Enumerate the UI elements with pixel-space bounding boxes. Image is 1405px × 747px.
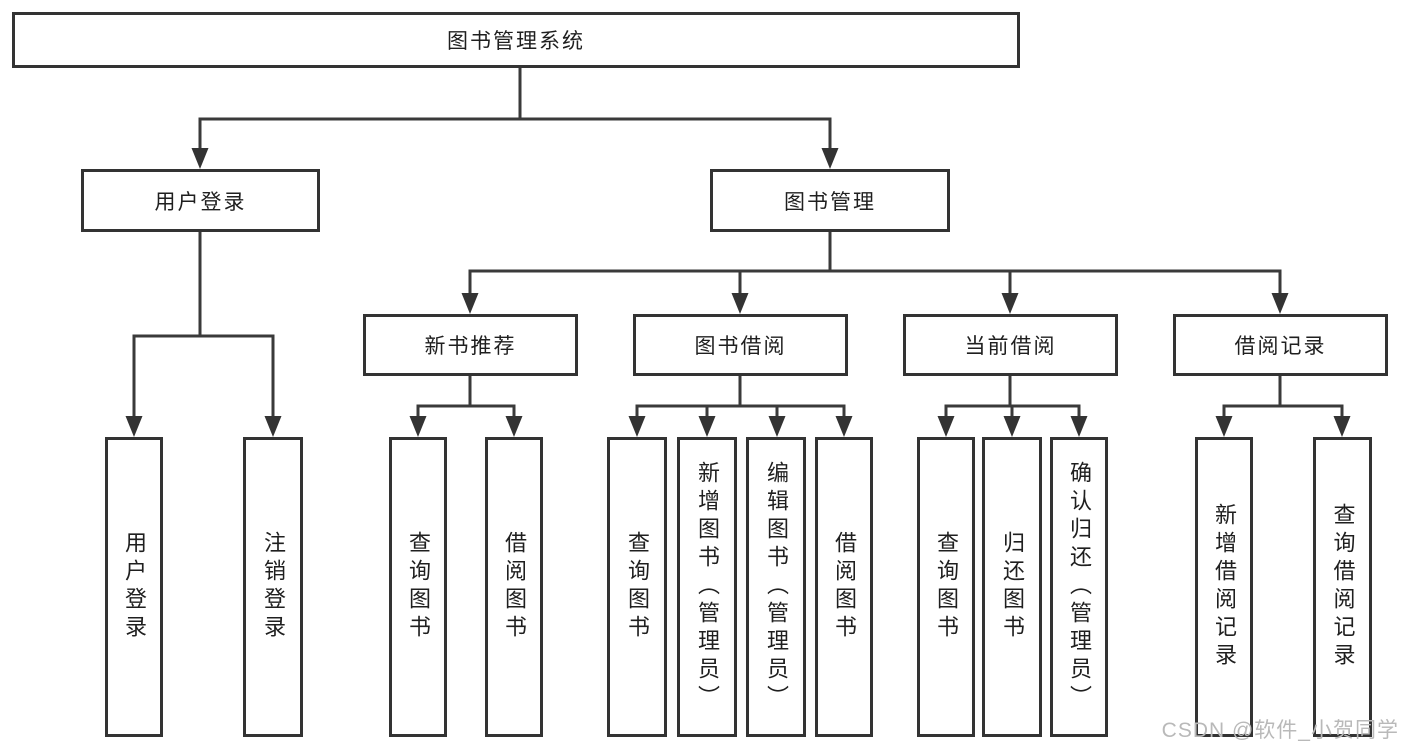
leaf-add-borrow-record: 新增借阅记录 <box>1195 437 1253 737</box>
node-new-book-recommend-label: 新书推荐 <box>424 335 517 358</box>
leaf-query-borrow-record: 查询借阅记录 <box>1313 437 1372 737</box>
node-book-borrow-label: 图书借阅 <box>694 335 787 358</box>
leaf-logout-label: 注销登录 <box>261 531 286 643</box>
leaf-add-borrow-record-label: 新增借阅记录 <box>1212 503 1237 671</box>
arrowheads-borrow-records-leaves <box>1215 416 1351 437</box>
leaf-query-books-recommend: 查询图书 <box>389 437 447 737</box>
leaf-borrow-books: 借阅图书 <box>815 437 873 737</box>
node-user-login: 用户登录 <box>81 169 320 232</box>
leaf-borrow-books-recommend: 借阅图书 <box>485 437 543 737</box>
connector-current-borrow-subtree <box>944 376 1081 418</box>
arrowheads-user-login-leaves <box>125 416 282 437</box>
leaf-borrow-books-label: 借阅图书 <box>832 531 857 643</box>
leaf-add-books-admin-label: 新增图书（管理员） <box>695 461 720 713</box>
connector-new-book-subtree <box>416 376 516 418</box>
leaf-borrow-books-recommend-label: 借阅图书 <box>502 531 527 643</box>
node-current-borrow: 当前借阅 <box>903 314 1118 376</box>
leaf-query-books-recommend-label: 查询图书 <box>406 531 431 643</box>
arrowheads-current-borrow-leaves <box>937 416 1088 437</box>
leaf-confirm-return-admin-label: 确认归还（管理员） <box>1067 461 1092 713</box>
leaf-return-books-label: 归还图书 <box>1000 531 1025 643</box>
watermark-text: CSDN @软件_小贺同学 <box>1161 719 1399 742</box>
leaf-query-books-current-label: 查询图书 <box>934 531 959 643</box>
node-book-management: 图书管理 <box>710 169 950 232</box>
connector-borrow-records-subtree <box>1222 376 1344 418</box>
connector-book-management-to-level3 <box>468 232 1282 295</box>
leaf-edit-books-admin-label: 编辑图书（管理员） <box>764 461 789 713</box>
node-library-system: 图书管理系统 <box>12 12 1020 68</box>
leaf-query-books-borrow-label: 查询图书 <box>625 531 650 643</box>
leaf-logout: 注销登录 <box>243 437 303 737</box>
leaf-query-books-current: 查询图书 <box>917 437 975 737</box>
node-library-system-label: 图书管理系统 <box>447 30 585 53</box>
arrowheads-level2 <box>191 148 839 169</box>
arrowheads-book-borrow-leaves <box>628 416 853 437</box>
leaf-confirm-return-admin: 确认归还（管理员） <box>1050 437 1108 737</box>
leaf-edit-books-admin: 编辑图书（管理员） <box>746 437 806 737</box>
node-book-borrow: 图书借阅 <box>633 314 848 376</box>
node-user-login-label: 用户登录 <box>154 190 247 214</box>
connector-user-login-subtree <box>132 232 275 418</box>
leaf-query-borrow-record-label: 查询借阅记录 <box>1330 503 1356 671</box>
leaf-query-books-borrow: 查询图书 <box>607 437 667 737</box>
node-book-management-label: 图书管理 <box>784 190 876 214</box>
arrowheads-new-book-leaves <box>409 416 523 437</box>
node-new-book-recommend: 新书推荐 <box>363 314 578 376</box>
arrowheads-level3 <box>461 293 1289 314</box>
node-borrow-records: 借阅记录 <box>1173 314 1388 376</box>
node-borrow-records-label: 借阅记录 <box>1234 335 1327 358</box>
leaf-return-books: 归还图书 <box>982 437 1042 737</box>
leaf-user-login: 用户登录 <box>105 437 163 737</box>
leaf-user-login-label: 用户登录 <box>122 531 147 643</box>
node-current-borrow-label: 当前借阅 <box>964 335 1057 358</box>
leaf-add-books-admin: 新增图书（管理员） <box>677 437 737 737</box>
connector-root-to-level2 <box>198 68 832 150</box>
connector-book-borrow-subtree <box>635 376 846 418</box>
